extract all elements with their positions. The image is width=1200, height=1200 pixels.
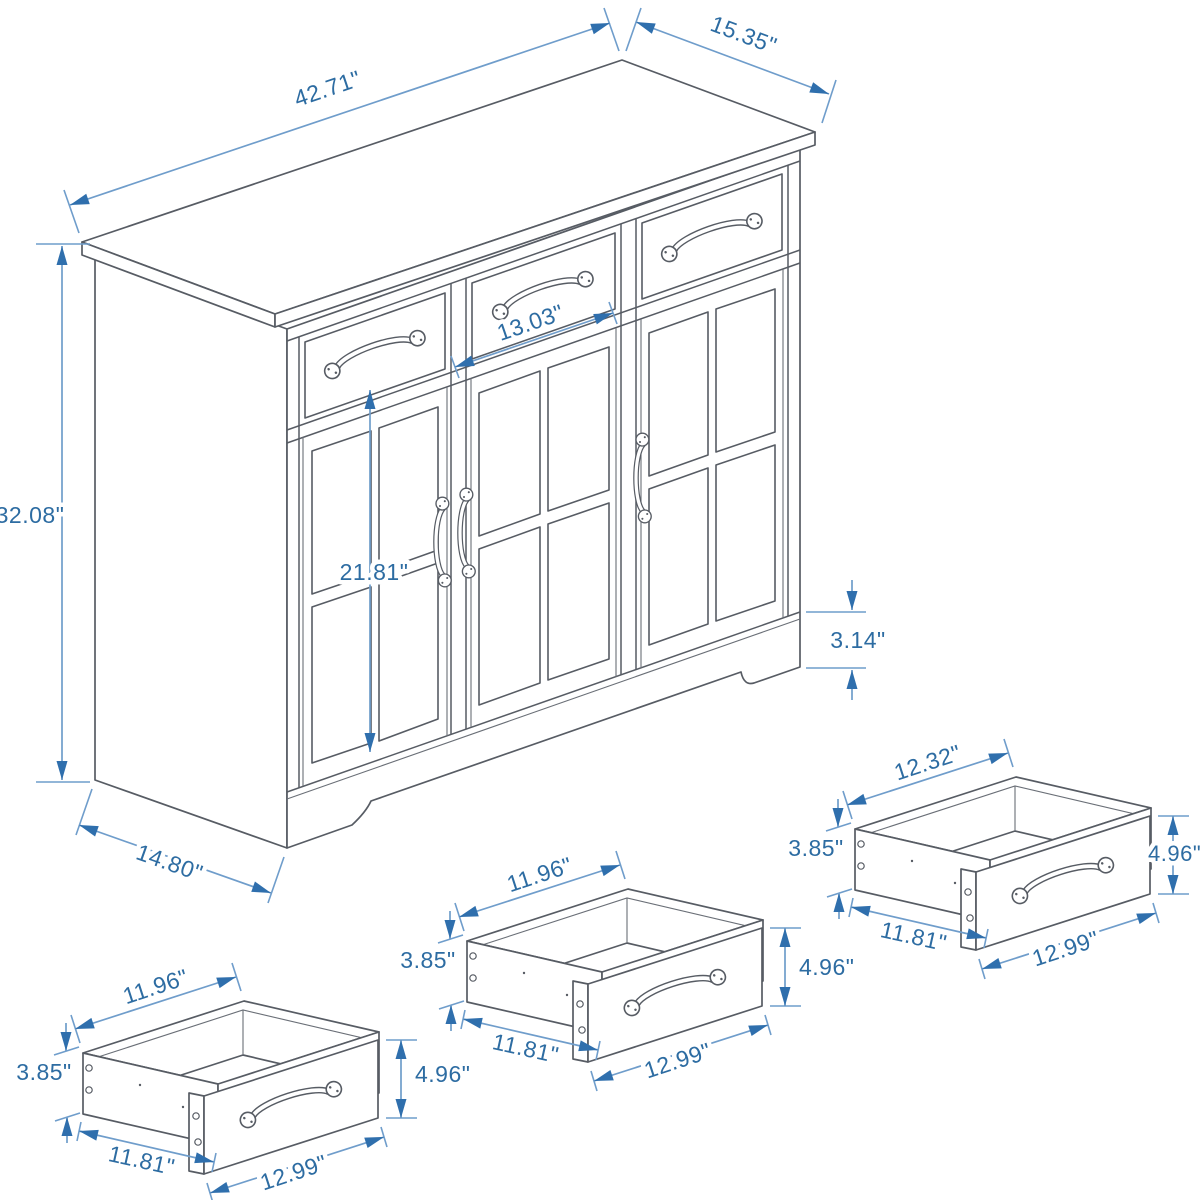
cabinet xyxy=(81,59,816,849)
drawer1-front-width-label: 12.99" xyxy=(257,1149,330,1195)
side-depth-label: 14.80" xyxy=(133,839,206,886)
cabinet-depth-label: 15.35" xyxy=(707,10,780,58)
drawer3-front-width-label: 12.99" xyxy=(1029,925,1102,971)
drawer2-side-height-label: 3.85" xyxy=(400,947,455,973)
cabinet-height-label: 32.08" xyxy=(0,502,64,528)
drawer-front-left xyxy=(304,292,446,419)
dim-door-height: 21.81" xyxy=(335,390,412,752)
drawer2-side-depth-label: 11.81" xyxy=(490,1028,561,1068)
drawer-unit-bottom-left: 11.96" 3.85" 11.81" 12.99" 4.96" xyxy=(12,959,474,1200)
drawer1-front-height-label: 4.96" xyxy=(415,1061,470,1087)
drawer-unit-top-right: 12.32" 3.85" 11.81" 12.99" 4.96" xyxy=(784,735,1200,979)
base-height-label: 3.14" xyxy=(830,627,885,653)
drawer3-side-depth-label: 11.81" xyxy=(878,916,949,956)
drawer1-side-depth-label: 11.81" xyxy=(106,1140,177,1180)
cabinet-left-side-panel xyxy=(94,258,288,849)
drawer3-side-height-label: 3.85" xyxy=(788,835,843,861)
drawer2-front-height-label: 4.96" xyxy=(799,954,854,980)
drawer3-front-height-label: 4.96" xyxy=(1148,841,1200,866)
drawer-unit-middle: 11.96" 3.85" 11.81" 12.99" 4.96" xyxy=(396,847,858,1091)
door-height-label: 21.81" xyxy=(340,559,409,585)
drawer1-side-height-label: 3.85" xyxy=(16,1059,71,1085)
drawer2-front-width-label: 12.99" xyxy=(641,1037,714,1083)
cabinet-width-label: 42.71" xyxy=(291,65,364,112)
dim-cabinet-height: 32.08" xyxy=(0,243,90,783)
dim-base-height: 3.14" xyxy=(806,580,890,700)
cabinet-door-panels xyxy=(311,288,776,764)
drawer-front-right xyxy=(641,173,783,300)
